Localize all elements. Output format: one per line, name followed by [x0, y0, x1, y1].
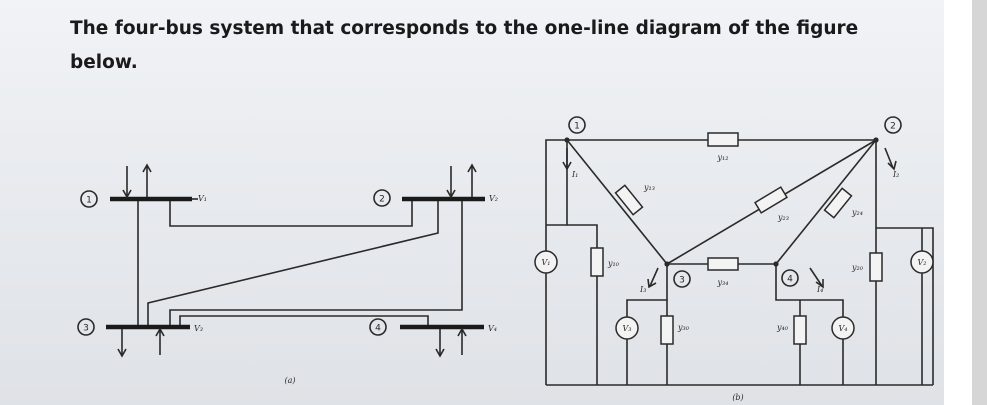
bus-2-voltage: V₂: [489, 194, 498, 203]
node-3-marker: 3: [673, 270, 691, 288]
bus-2-marker: 2: [373, 189, 391, 207]
y13-element: [614, 184, 644, 216]
line-2-4: [169, 201, 463, 325]
circuit-figure: 1 2 3 4 V₁ V₂ V₃ V₄: [77, 116, 934, 402]
line-2-3: [147, 201, 439, 325]
y12-label: y₁₂: [717, 153, 729, 162]
y23-element: [754, 186, 788, 214]
source-v2: V₂: [910, 250, 934, 274]
i3-label: I₃: [639, 285, 646, 294]
node-2-marker: 2: [884, 116, 902, 134]
bus-1-load-arrow: [122, 166, 132, 199]
bus-4-marker: 4: [369, 318, 387, 336]
y34-label: y₃₄: [717, 278, 729, 287]
bus-4-voltage: V₄: [488, 324, 497, 333]
y34-element: [707, 257, 739, 271]
source-v1: V₁: [534, 250, 558, 274]
bus-3-load-arrow: [117, 329, 127, 358]
node-4-marker: 4: [781, 269, 799, 287]
bus-2-number: 2: [379, 195, 385, 205]
v1-label: V₁: [542, 258, 551, 267]
title-line-1: The four-bus system that corresponds to …: [70, 18, 859, 39]
bus-3-shunt-wire: [626, 264, 668, 385]
problem-statement: The four-bus system that corresponds to …: [70, 12, 930, 80]
bus-4-number: 4: [375, 324, 381, 334]
y24-label: y₂₄: [851, 208, 863, 217]
figure-b-caption: (b): [732, 393, 743, 402]
bus-1-voltage: V₁: [198, 194, 207, 203]
node-3-number: 3: [679, 276, 685, 286]
y30-element: [660, 315, 674, 345]
i2-label: I₂: [892, 170, 899, 179]
bus-3-voltage: V₃: [194, 324, 203, 333]
y20-label: y₂₀: [851, 263, 864, 272]
y12-element: [707, 132, 739, 147]
source-v3: V₃: [615, 316, 639, 340]
photo-background: [0, 0, 944, 405]
y24-element: [823, 187, 853, 219]
y10-label: y₁₀: [607, 259, 620, 268]
bus-2-shunt-wire: [875, 140, 934, 248]
bus-1-gen-arrow: [142, 163, 152, 197]
admittance-diagram: 1 2 3 4 y₁₂ y₁₃ y₂₃ y₂₄ y₃: [534, 116, 934, 402]
v3-label: V₃: [623, 324, 632, 333]
bus-3-marker: 3: [77, 318, 95, 336]
y10-element: [590, 247, 604, 277]
i1-arrow: [562, 148, 572, 171]
bus-4-shunt-wire: [775, 264, 844, 385]
y40-label: y₄₀: [776, 323, 789, 332]
title-line-2: below.: [70, 52, 138, 73]
v4-label: V₄: [839, 324, 848, 333]
source-v4: V₄: [831, 316, 855, 340]
node-2-number: 2: [890, 122, 896, 132]
node-1-number: 1: [574, 122, 580, 132]
i3-arrow: [647, 267, 659, 289]
bus-4-load-arrow: [435, 329, 445, 358]
bus-4-gen-arrow: [457, 327, 467, 355]
bus-2-gen-arrow: [467, 163, 477, 197]
bus-2-load-arrow: [446, 166, 456, 199]
line-3-4: [179, 315, 429, 325]
i2-arrow: [884, 147, 897, 171]
one-line-diagram: 1 2 3 4 V₁ V₂ V₃ V₄: [77, 163, 498, 385]
bus-1-marker: 1: [80, 190, 98, 208]
i1-label: I₁: [571, 170, 578, 179]
y40-element: [793, 315, 807, 345]
ground-rail-left: [545, 139, 567, 385]
bus-3-gen-arrow: [155, 327, 165, 355]
y23-label: y₂₃: [777, 213, 789, 222]
node-1-marker: 1: [568, 116, 586, 134]
bus-1-number: 1: [86, 196, 92, 206]
figure-a-caption: (a): [284, 376, 295, 385]
i4-label: I₄: [816, 285, 823, 294]
right-edge-strip: [972, 0, 987, 405]
line-1-2: [169, 201, 413, 227]
bus-3-number: 3: [83, 324, 89, 334]
y13-label: y₁₃: [643, 183, 655, 192]
y20-element: [869, 252, 883, 282]
y30-label: y₃₀: [677, 323, 690, 332]
v2-label: V₂: [918, 258, 927, 267]
i4-arrow: [809, 267, 824, 289]
node-4-number: 4: [787, 275, 793, 285]
bus-1-shunt-wire: [566, 140, 598, 385]
